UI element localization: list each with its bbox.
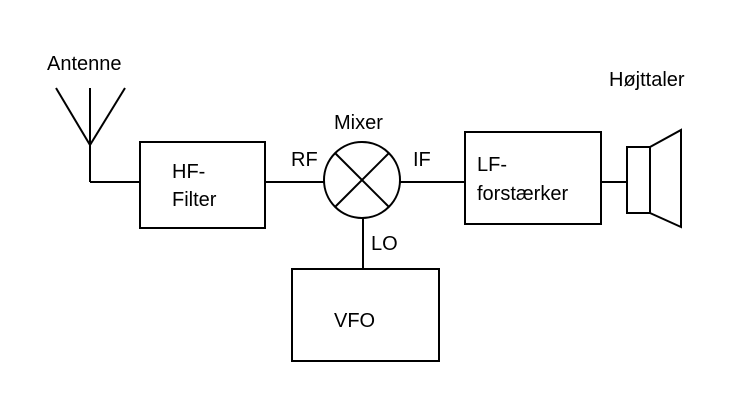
- lf-amplifier-block: [464, 131, 602, 225]
- rf-label: RF: [291, 149, 318, 171]
- hf-filter-label-line1: HF-: [172, 161, 205, 183]
- speaker-icon: [626, 128, 682, 229]
- speaker-label: Højttaler: [609, 69, 685, 91]
- antenna-symbol: [55, 87, 126, 182]
- lf-amplifier-label-line2: forstærker: [477, 183, 568, 205]
- if-label: IF: [413, 149, 431, 171]
- hf-filter-label-line2: Filter: [172, 189, 217, 211]
- hf-filter-block: [139, 141, 266, 229]
- mixer-symbol: [323, 141, 401, 219]
- vfo-block: [291, 268, 440, 362]
- vfo-label: VFO: [334, 310, 375, 332]
- lf-amplifier-label-line1: LF-: [477, 154, 507, 176]
- antenna-label: Antenne: [47, 53, 122, 75]
- lo-label: LO: [371, 233, 398, 255]
- mixer-label: Mixer: [334, 112, 383, 134]
